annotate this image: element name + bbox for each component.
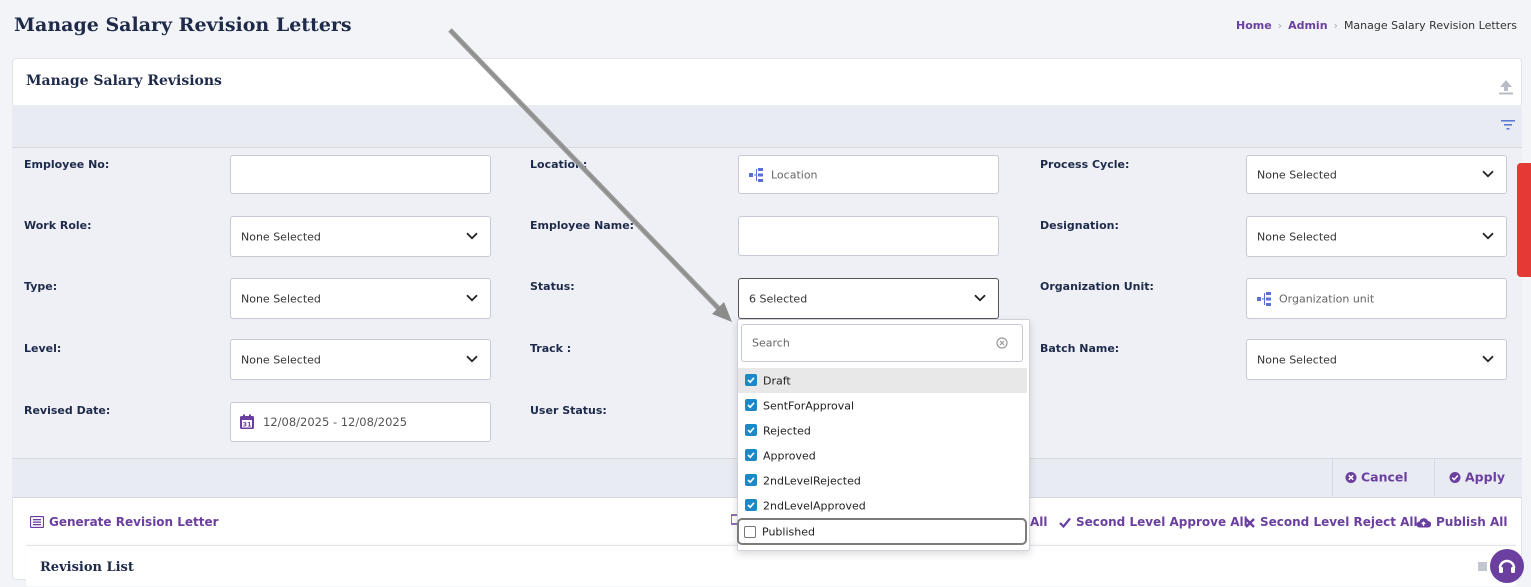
- clear-icon[interactable]: [996, 337, 1008, 349]
- tree-icon: [749, 167, 763, 182]
- revised-date-label: Revised Date:: [24, 404, 111, 417]
- status-option-2ndlevelrejected[interactable]: 2ndLevelRejected: [738, 468, 1027, 493]
- employee-no-label: Employee No:: [24, 158, 110, 171]
- checkbox-checked[interactable]: [745, 449, 757, 461]
- checkbox-checked[interactable]: [745, 424, 757, 436]
- organization-unit-placeholder: Organization unit: [1279, 292, 1375, 305]
- checkbox-checked[interactable]: [745, 374, 757, 386]
- location-label: Location:: [530, 158, 588, 171]
- chevron-down-icon: [1482, 355, 1494, 362]
- chevron-down-icon: [466, 232, 478, 239]
- location-picker[interactable]: Location: [738, 155, 999, 194]
- close-icon: [1245, 518, 1255, 528]
- filter-icon[interactable]: [1501, 119, 1515, 131]
- type-label: Type:: [24, 280, 58, 293]
- cloud-upload-icon: [1416, 518, 1432, 528]
- status-option-published[interactable]: Published: [737, 518, 1027, 545]
- upload-icon[interactable]: [1497, 78, 1515, 96]
- organization-unit-picker[interactable]: Organization unit: [1246, 278, 1507, 319]
- svg-text:31: 31: [242, 421, 252, 429]
- status-select[interactable]: 6 Selected: [738, 278, 999, 319]
- publish-all-button[interactable]: Publish All: [1416, 515, 1508, 529]
- work-role-label: Work Role:: [24, 219, 92, 232]
- checkbox-checked[interactable]: [745, 399, 757, 411]
- page-title: Manage Salary Revision Letters: [14, 14, 352, 36]
- status-option-rejected[interactable]: Rejected: [738, 418, 1027, 443]
- level-label: Level:: [24, 342, 62, 355]
- partial-icon: [731, 514, 739, 525]
- revised-date-range-input[interactable]: 31 12/08/2025 - 12/08/2025: [230, 402, 491, 442]
- check-circle-icon: [1449, 472, 1461, 483]
- document-list-icon: [29, 515, 45, 529]
- status-label: Status:: [530, 280, 575, 293]
- breadcrumb: Home › Admin › Manage Salary Revision Letter…: [1236, 19, 1517, 32]
- process-cycle-label: Process Cycle:: [1040, 158, 1130, 171]
- checkbox-unchecked[interactable]: [744, 526, 756, 538]
- breadcrumb-separator: ›: [1333, 19, 1338, 32]
- card-title: Manage Salary Revisions: [26, 73, 222, 89]
- status-option-draft[interactable]: Draft: [738, 368, 1027, 393]
- checkbox-checked[interactable]: [745, 499, 757, 511]
- reject-all-button[interactable]: All: [1030, 515, 1048, 529]
- breadcrumb-separator: ›: [1277, 19, 1283, 32]
- revision-list-title: Revision List: [40, 560, 134, 575]
- chevron-down-icon: [1482, 232, 1494, 239]
- checkbox-checked[interactable]: [745, 474, 757, 486]
- user-status-label: User Status:: [530, 404, 607, 417]
- feedback-side-tab[interactable]: [1517, 163, 1531, 277]
- calendar-icon: 31: [240, 414, 254, 429]
- status-option-sentforapproval[interactable]: SentForApproval: [738, 393, 1027, 418]
- designation-label: Designation:: [1040, 219, 1119, 232]
- cancel-circle-icon: [1345, 472, 1357, 483]
- type-select[interactable]: None Selected: [230, 278, 491, 319]
- organization-unit-label: Organization Unit:: [1040, 280, 1154, 293]
- apply-button[interactable]: Apply: [1434, 458, 1523, 496]
- batch-name-label: Batch Name:: [1040, 342, 1120, 355]
- status-option-2ndlevelapproved[interactable]: 2ndLevelApproved: [738, 493, 1027, 518]
- export-icon[interactable]: [1478, 560, 1490, 571]
- track-label: Track :: [530, 342, 572, 355]
- breadcrumb-home[interactable]: Home: [1235, 19, 1272, 32]
- status-search-input[interactable]: Search: [741, 324, 1023, 362]
- batch-name-select[interactable]: None Selected: [1246, 339, 1507, 380]
- chevron-down-icon: [466, 294, 478, 301]
- chevron-down-icon: [974, 294, 986, 301]
- status-option-approved[interactable]: Approved: [738, 443, 1027, 468]
- revision-list-card: [26, 545, 1516, 586]
- generate-revision-letter-button[interactable]: Generate Revision Letter: [29, 515, 219, 529]
- level-select[interactable]: None Selected: [230, 339, 491, 380]
- employee-no-input[interactable]: [230, 155, 491, 194]
- tree-icon: [1257, 291, 1271, 306]
- filter-toolbar: [12, 105, 1522, 148]
- chevron-down-icon: [466, 355, 478, 362]
- breadcrumb-admin[interactable]: Admin: [1288, 19, 1328, 32]
- employee-name-input[interactable]: [738, 216, 999, 256]
- headset-icon: [1498, 559, 1516, 573]
- breadcrumb-current: Manage Salary Revision Letters: [1343, 19, 1517, 32]
- check-icon: [1059, 517, 1071, 529]
- chevron-down-icon: [1482, 170, 1494, 177]
- designation-select[interactable]: None Selected: [1246, 216, 1507, 257]
- work-role-select[interactable]: None Selected: [230, 216, 491, 257]
- second-level-reject-all-button[interactable]: Second Level Reject All: [1245, 515, 1418, 529]
- assistant-fab[interactable]: [1490, 549, 1524, 583]
- employee-name-label: Employee Name:: [530, 219, 635, 232]
- location-placeholder: Location: [771, 168, 818, 181]
- cancel-button[interactable]: Cancel: [1332, 458, 1435, 496]
- process-cycle-select[interactable]: None Selected: [1246, 155, 1507, 194]
- second-level-approve-all-button[interactable]: Second Level Approve All: [1059, 515, 1248, 529]
